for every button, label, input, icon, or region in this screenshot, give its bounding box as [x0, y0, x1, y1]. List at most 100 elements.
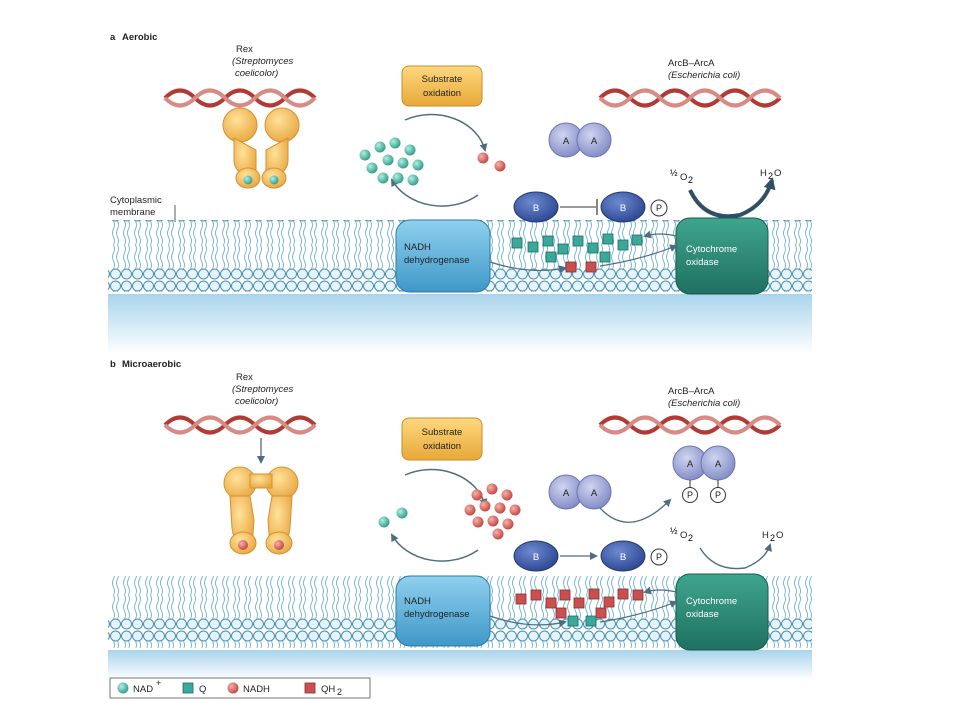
cytoplasm-b [108, 650, 812, 680]
legend-nadh-icon [227, 682, 239, 694]
legend-nad-sup: + [156, 678, 161, 688]
h2o-sub-b: 2 [770, 533, 775, 543]
arca-phospho-label-1: A [687, 459, 694, 470]
substrate-oxidation-a: Substrate oxidation [401, 65, 483, 107]
dna-helix-rex-a [163, 88, 317, 108]
h2o-sym-a: H [760, 168, 767, 179]
phosphate-a [650, 199, 668, 217]
flow-arrow-b-2 [599, 600, 678, 623]
panel-a: a Aerobic Cytoplasmic membrane Rex (Stre… [108, 32, 812, 354]
dna-helix-arc-a [598, 88, 782, 108]
rex-species-b-2: coelicolor) [235, 396, 278, 407]
flow-arrow-a-2 [599, 244, 678, 267]
phosphate-label-b: P [656, 552, 662, 562]
flow-arrow-b-3 [643, 586, 677, 595]
arca-label-b-2: A [591, 488, 598, 499]
h2o-tail-b: O [776, 530, 783, 541]
o2-sym-a: O [680, 172, 687, 183]
panel-a-title: Aerobic [122, 32, 157, 43]
o2-sub-b: 2 [688, 533, 693, 543]
panel-b-letter: b [110, 359, 116, 370]
cycle-arrow-top-b [404, 468, 488, 507]
cytoplasm-a [108, 294, 812, 354]
legend: NAD + Q NADH QH 2 [109, 677, 371, 699]
nad-cluster-b [378, 507, 408, 528]
rex-dimer-b [223, 466, 299, 555]
rex-bound-nadh-b-2 [274, 540, 284, 550]
cyt-label-a-2: oxidase [686, 257, 719, 268]
arcb-b: B B P [513, 540, 668, 572]
flow-arrow-a-1 [489, 261, 567, 274]
arc-name-a: ArcB–ArcA [668, 58, 715, 69]
arc-species-a: (Escherichia coli) [668, 70, 740, 81]
o2-frac-a: ½ [670, 168, 678, 178]
arca-label-b-1: A [563, 488, 570, 499]
legend-qh2-label: QH [321, 684, 335, 695]
nadh-cluster-a [477, 152, 506, 172]
nad-cluster-a [359, 137, 424, 186]
arca-phosphate-2 [710, 487, 726, 503]
arca-phospho-label-2: A [715, 459, 722, 470]
cyt-label-a-1: Cytochrome [686, 244, 737, 255]
cytochrome-oxidase-a: Cytochrome oxidase [675, 217, 769, 295]
membrane-label-line2: membrane [110, 207, 155, 218]
substrate-label-b-1: Substrate [422, 427, 463, 438]
legend-nadh-label: NADH [243, 684, 270, 695]
flow-arrow-a-3 [643, 230, 677, 239]
arcb-label-b-2: B [620, 552, 626, 563]
arca-dimer-a: A A [548, 122, 612, 158]
dna-helix-arc-b [598, 415, 782, 435]
arca-label-a-2: A [591, 136, 598, 147]
nadh-dh-label-b-2: dehydrogenase [404, 609, 470, 620]
rex-species-a-2: coelicolor) [235, 68, 278, 79]
o2-sym-b: O [680, 530, 687, 541]
h2o-tail-a: O [774, 168, 781, 179]
arc-species-b: (Escherichia coli) [668, 398, 740, 409]
cyt-label-b-1: Cytochrome [686, 596, 737, 607]
nadh-dh-label-a-2: dehydrogenase [404, 255, 470, 266]
dna-helix-rex-b [163, 415, 317, 435]
legend-nad-icon [117, 682, 129, 694]
cycle-arrow-bottom-a [391, 178, 479, 207]
substrate-label-a-2: oxidation [423, 88, 461, 99]
legend-q-label: Q [199, 684, 206, 695]
arcb-a: B B P [513, 191, 668, 223]
o2-frac-b: ½ [670, 526, 678, 536]
cycle-arrow-bottom-b [391, 533, 479, 562]
rex-species-b-1: (Streptomyces [232, 384, 293, 395]
nadh-cluster-b [464, 483, 521, 540]
h2o-sym-b: H [762, 530, 769, 541]
rex-bound-nad-a-2 [269, 175, 279, 185]
flow-arrow-b-1 [489, 615, 567, 628]
phosphate-b [650, 548, 668, 566]
arcb-label-a-2: B [620, 203, 626, 214]
nadh-dh-label-a-1: NADH [404, 242, 431, 253]
quinone-pool-b [515, 588, 644, 627]
arc-name-b: ArcB–ArcA [668, 386, 715, 397]
substrate-label-b-2: oxidation [423, 441, 461, 452]
substrate-oxidation-b: Substrate oxidation [401, 417, 483, 461]
phosphotransfer-arrow [599, 498, 672, 523]
rex-dimer-a [222, 107, 300, 189]
arca-phosphate-label-2: P [715, 490, 721, 500]
arcb-label-a-1: B [533, 203, 539, 214]
arcb-label-b-1: B [533, 552, 539, 563]
rex-bound-nadh-b-1 [238, 540, 248, 550]
rex-name-b: Rex [236, 372, 253, 383]
panel-a-letter: a [110, 32, 116, 43]
cyt-label-b-2: oxidase [686, 609, 719, 620]
legend-qh2-sub: 2 [337, 687, 342, 697]
o2-sub-a: 2 [688, 175, 693, 185]
legend-nad-label: NAD [133, 684, 153, 695]
rex-name-a: Rex [236, 44, 253, 55]
membrane-label-line1: Cytoplasmic [110, 195, 162, 206]
rex-bound-nad-a-1 [243, 175, 253, 185]
nadh-dh-label-b-1: NADH [404, 596, 431, 607]
cycle-arrow-top-a [404, 113, 488, 152]
h2o-sub-a: 2 [768, 171, 773, 181]
panel-b-title: Microaerobic [122, 359, 181, 370]
arca-phosphate-1 [682, 487, 698, 503]
nadh-dehydrogenase-b: NADH dehydrogenase [395, 575, 491, 647]
nadh-dehydrogenase-a: NADH dehydrogenase [395, 219, 491, 293]
